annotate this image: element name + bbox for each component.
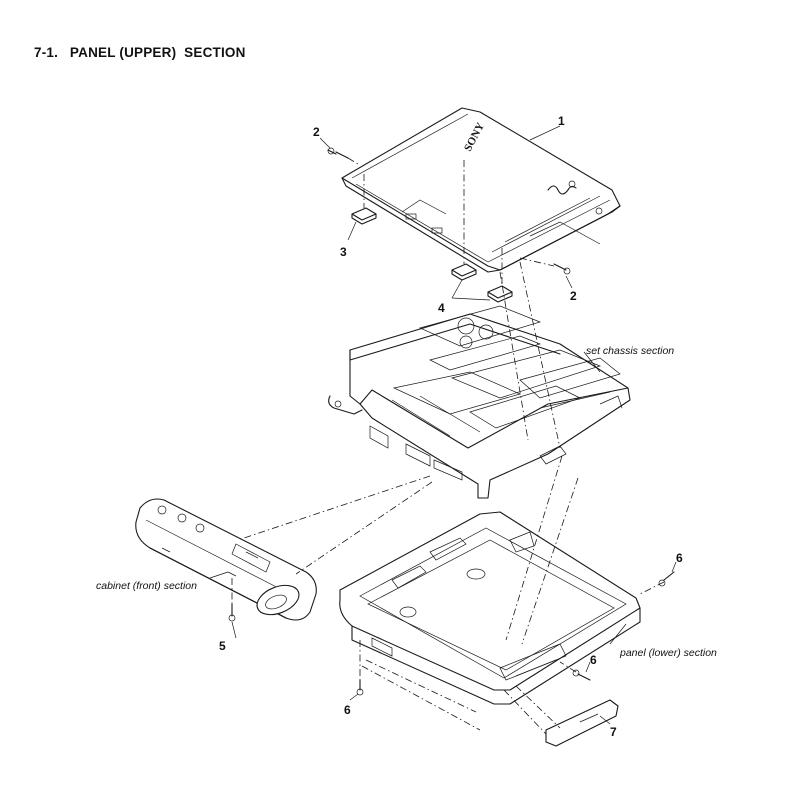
callout-3: 3 [340, 245, 347, 259]
screw-2-left [327, 147, 349, 159]
cabinet-front-part [135, 498, 317, 621]
label-panel-lower-section: panel (lower) section [619, 647, 717, 659]
screw-6-middle [572, 669, 591, 681]
screw-2-right [553, 263, 571, 275]
pad-3 [351, 207, 377, 225]
callout-4: 4 [438, 301, 445, 315]
page-title: 7-1. PANEL (UPPER) SECTION [34, 45, 246, 60]
label-cabinet-front-section: cabinet (front) section [96, 580, 197, 592]
pad-4-a [451, 263, 477, 281]
callout-7: 7 [610, 725, 617, 739]
pad-4-b [487, 285, 513, 303]
callout-2-left: 2 [313, 125, 320, 139]
set-chassis-part [328, 305, 631, 499]
screw-6-bottom [356, 679, 364, 696]
part-7-cover [545, 699, 619, 747]
callout-2-right: 2 [570, 289, 577, 303]
callout-5: 5 [219, 639, 226, 653]
callout-6-right: 6 [676, 551, 683, 565]
callout-1: 1 [558, 114, 565, 128]
callout-6-middle: 6 [590, 653, 597, 667]
screw-5 [228, 603, 236, 622]
upper-panel-part: SONY [341, 107, 621, 273]
panel-lower-part [339, 511, 641, 705]
screw-6-right [658, 571, 675, 587]
label-set-chassis-section: set chassis section [586, 345, 674, 357]
callout-6-bottom: 6 [344, 703, 351, 717]
